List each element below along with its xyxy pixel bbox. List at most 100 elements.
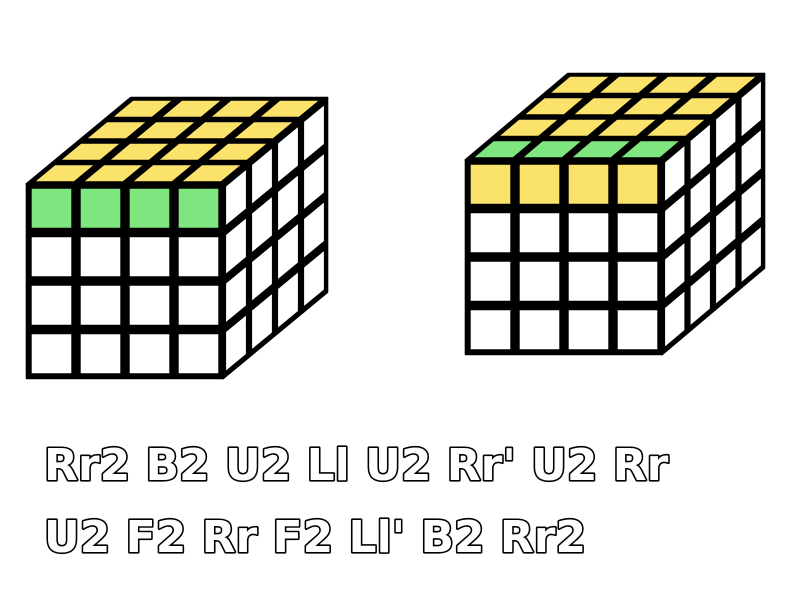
front-sticker — [615, 162, 660, 207]
right-sticker — [662, 239, 688, 302]
front-sticker — [517, 210, 562, 255]
front-sticker — [127, 234, 172, 279]
right-sticker — [713, 196, 739, 259]
cube-after — [464, 72, 766, 356]
right-sticker — [662, 287, 688, 351]
right-sticker — [223, 214, 249, 278]
right-sticker — [713, 244, 739, 308]
top-sticker — [644, 74, 712, 96]
top-sticker — [109, 98, 177, 120]
top-sticker — [207, 98, 275, 120]
front-sticker — [615, 307, 660, 352]
right-sticker — [223, 166, 249, 229]
right-sticker — [249, 144, 275, 208]
algorithm-line-2: U2 F2 Rr F2 Ll' B2 Rr2 — [44, 512, 586, 563]
right-sticker — [738, 126, 764, 189]
top-sticker — [520, 95, 588, 117]
top-sticker — [56, 141, 125, 163]
right-sticker — [223, 311, 249, 375]
top-sticker — [667, 95, 735, 117]
right-sticker — [301, 247, 327, 310]
top-sticker — [642, 117, 710, 139]
front-sticker — [615, 259, 660, 304]
front-sticker — [468, 162, 513, 207]
top-sticker — [469, 138, 537, 160]
algorithm-line-1: Rr2 B2 U2 Ll U2 Rr' U2 Rr — [44, 440, 669, 491]
front-sticker — [127, 186, 172, 231]
right-sticker — [301, 198, 327, 262]
top-sticker — [616, 138, 684, 160]
front-sticker — [566, 210, 611, 255]
right-sticker — [687, 266, 713, 329]
front-sticker — [566, 259, 611, 304]
top-sticker — [83, 119, 151, 141]
right-sticker — [249, 193, 275, 256]
top-sticker — [593, 117, 661, 139]
right-face — [221, 96, 329, 380]
right-sticker — [275, 171, 301, 235]
top-sticker — [567, 138, 635, 160]
right-sticker — [662, 142, 688, 205]
right-sticker — [687, 217, 713, 281]
front-sticker — [29, 234, 74, 279]
front-sticker — [127, 331, 172, 376]
right-sticker — [275, 220, 301, 283]
top-sticker — [693, 74, 761, 96]
top-sticker — [155, 141, 223, 163]
top-sticker — [544, 117, 612, 139]
top-sticker — [495, 117, 563, 139]
right-sticker — [687, 169, 713, 232]
right-sticker — [275, 123, 301, 186]
top-sticker — [569, 95, 637, 117]
right-sticker — [301, 150, 327, 213]
top-sticker — [229, 119, 298, 141]
top-sticker — [177, 162, 246, 184]
top-sticker — [203, 141, 272, 163]
top-sticker — [546, 74, 614, 96]
top-sticker — [595, 74, 663, 96]
front-sticker — [468, 307, 513, 352]
top-sticker — [158, 98, 226, 120]
top-sticker — [106, 141, 174, 163]
right-sticker — [687, 120, 713, 184]
front-sticker — [517, 162, 562, 207]
front-sticker — [29, 283, 74, 328]
front-sticker — [566, 162, 611, 207]
front-sticker — [78, 283, 123, 328]
right-sticker — [275, 268, 301, 332]
right-face — [660, 72, 766, 356]
right-sticker — [713, 99, 739, 162]
top-sticker — [129, 162, 197, 184]
right-sticker — [223, 263, 249, 326]
top-sticker — [255, 98, 324, 120]
front-sticker — [468, 210, 513, 255]
top-sticker — [618, 95, 686, 117]
top-sticker — [181, 119, 249, 141]
front-sticker — [78, 186, 123, 231]
right-sticker — [249, 241, 275, 305]
front-sticker — [468, 259, 513, 304]
top-sticker — [518, 138, 586, 160]
front-sticker — [29, 331, 74, 376]
front-sticker — [29, 186, 74, 231]
front-sticker — [78, 234, 123, 279]
front-sticker — [566, 307, 611, 352]
right-sticker — [301, 101, 327, 165]
front-sticker — [176, 331, 221, 376]
right-sticker — [738, 223, 764, 286]
right-sticker — [738, 174, 764, 238]
right-sticker — [713, 147, 739, 211]
front-sticker — [517, 259, 562, 304]
right-sticker — [738, 77, 764, 141]
right-sticker — [662, 190, 688, 254]
front-sticker — [78, 331, 123, 376]
front-sticker — [176, 186, 221, 231]
front-sticker — [176, 283, 221, 328]
front-sticker — [176, 234, 221, 279]
top-sticker — [132, 119, 200, 141]
right-sticker — [249, 290, 275, 353]
cube-before — [25, 96, 329, 380]
top-sticker — [80, 162, 148, 184]
